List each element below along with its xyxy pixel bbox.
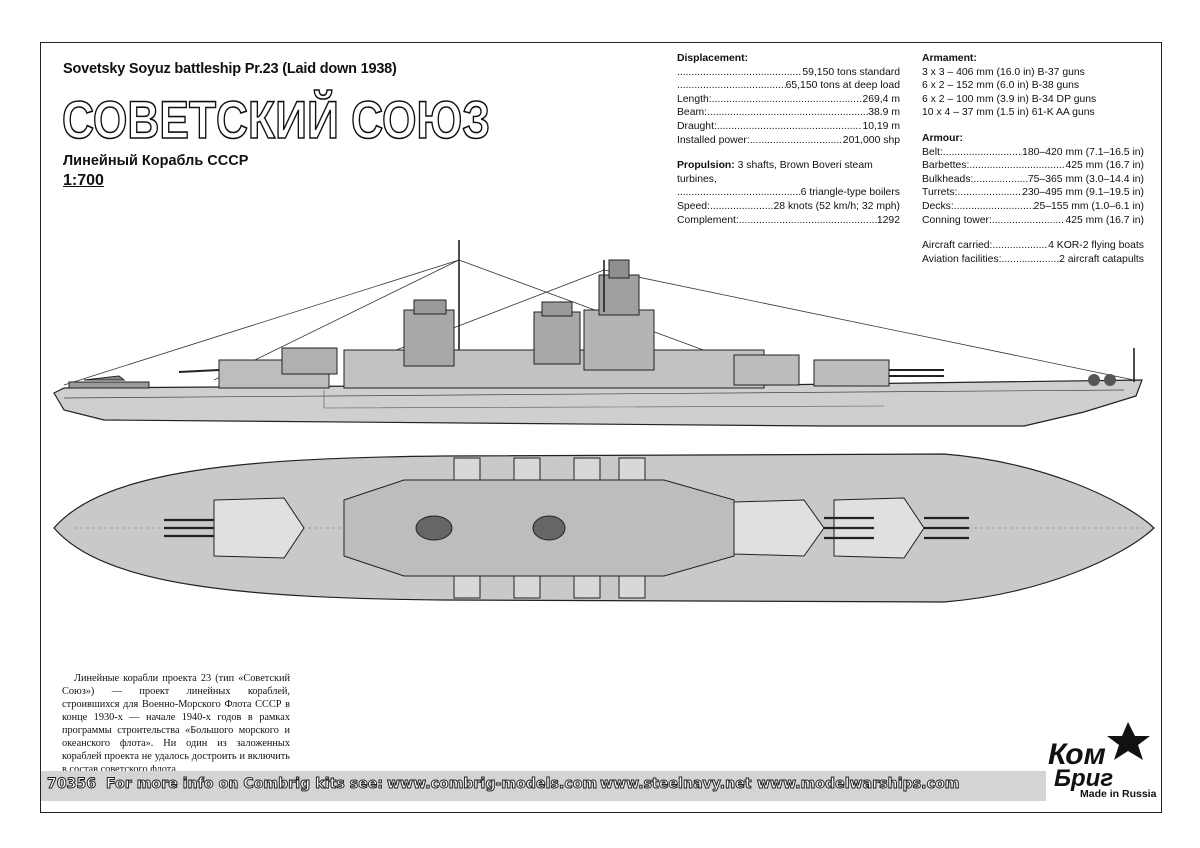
scale-label: 1:700 bbox=[63, 172, 104, 189]
spec-row: Barbettes:425 mm (16.7 in) bbox=[922, 159, 1144, 173]
spec-right-column: Armament: 3 x 3 – 406 mm (16.0 in) B-37 … bbox=[922, 52, 1144, 266]
armament-item: 3 x 3 – 406 mm (16.0 in) B-37 guns bbox=[922, 66, 1085, 78]
ship-title-ru: СОВЕТСКИЙ СОЮЗ bbox=[62, 88, 491, 150]
spec-row: Speed:28 knots (52 km/h; 32 mph) bbox=[677, 200, 900, 214]
spec-row: Belt: 180–420 mm (7.1–16.5 in) bbox=[922, 146, 1144, 160]
spec-row: Turrets:230–495 mm (9.1–19.5 in) bbox=[922, 186, 1144, 200]
ship-top-plan bbox=[53, 453, 1155, 603]
propulsion-line: Propulsion: 3 shafts, Brown Boveri steam… bbox=[677, 160, 873, 185]
spec-row: Bulkheads: 75–365 mm (3.0–14.4 in) bbox=[922, 173, 1144, 187]
spec-row: Decks:25–155 mm (1.0–6.1 in) bbox=[922, 200, 1144, 214]
link-combrig[interactable]: www.combrig-models.com bbox=[386, 776, 598, 793]
logo-line2: Бриг bbox=[1054, 765, 1113, 792]
spec-row: 59,150 tons standard bbox=[677, 66, 900, 80]
spec-row: Complement: 1292 bbox=[677, 214, 900, 228]
made-in-russia: Made in Russia bbox=[1080, 788, 1157, 800]
ship-class-ru: Линейный Корабль СССР bbox=[63, 153, 249, 169]
spec-row: Installed power: 201,000 shp bbox=[677, 134, 900, 148]
footer-info: For more info on Combrig kits see: bbox=[105, 776, 384, 793]
ship-subtitle: Sovetsky Soyuz battleship Pr.23 (Laid do… bbox=[63, 61, 397, 77]
ship-side-profile bbox=[53, 240, 1143, 427]
spec-row: Aviation facilities:2 aircraft catapults bbox=[922, 253, 1144, 267]
link-steelnavy[interactable]: www.steelnavy.net bbox=[600, 776, 752, 793]
armour-heading: Armour: bbox=[922, 132, 963, 144]
logo-line1: Ком bbox=[1048, 738, 1106, 771]
armament-item: 6 x 2 – 152 mm (6.0 in) B-38 guns bbox=[922, 80, 1080, 92]
spec-row: 65,150 tons at deep load bbox=[677, 79, 900, 93]
link-modelwarships[interactable]: www.modelwarships.com bbox=[756, 776, 960, 793]
combrig-logo: Ком Бриг bbox=[1048, 722, 1150, 792]
description-ru: Линейные корабли проекта 23 (тип «Советс… bbox=[62, 673, 290, 775]
armament-item: 6 x 2 – 100 mm (3.9 in) B-34 DP guns bbox=[922, 93, 1097, 105]
spec-row: Draught:10,19 m bbox=[677, 120, 900, 134]
sheet-frame bbox=[40, 42, 1162, 813]
displacement-heading: Displacement: bbox=[677, 53, 749, 64]
spec-left-column: Displacement: 59,150 tons standard 65,15… bbox=[677, 52, 900, 227]
armament-item: 10 x 4 – 37 mm (1.5 in) 61-K AA guns bbox=[922, 107, 1095, 119]
spec-row: Beam:38.9 m bbox=[677, 106, 900, 120]
spec-row: Aircraft carried:4 KOR-2 flying boats bbox=[922, 239, 1144, 253]
spec-row: Length:269,4 m bbox=[677, 93, 900, 107]
spec-row: 6 triangle-type boilers bbox=[677, 186, 900, 200]
kit-number: 70356 bbox=[46, 776, 97, 793]
ship-title-text: СОВЕТСКИЙ СОЮЗ bbox=[62, 89, 490, 150]
armament-heading: Armament: bbox=[922, 53, 977, 64]
spec-row: Conning tower: 425 mm (16.7 in) bbox=[922, 214, 1144, 228]
footer-band bbox=[41, 771, 1046, 801]
